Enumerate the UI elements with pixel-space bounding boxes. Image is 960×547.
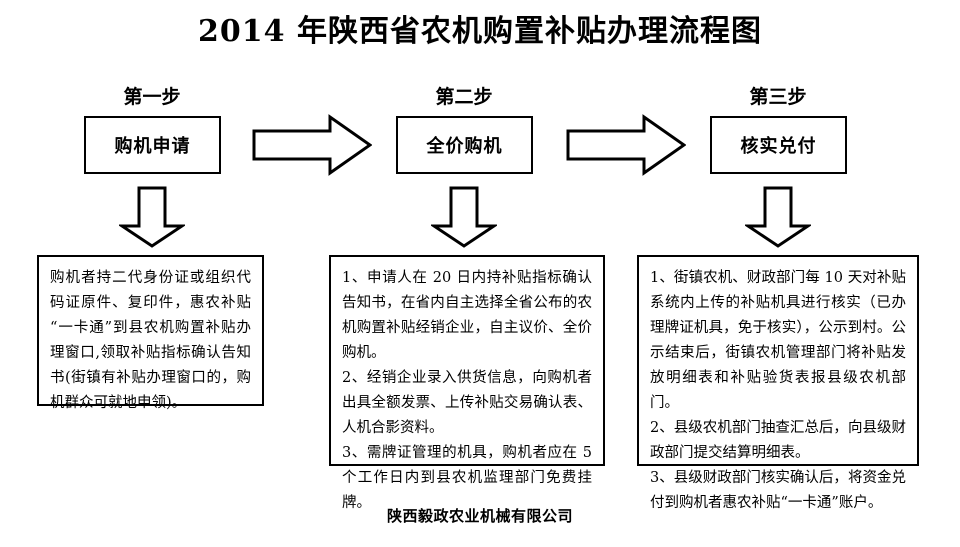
arrow-down-icon [117, 186, 187, 248]
detail-line: 2、县级农机部门抽查汇总后，向县级财政部门提交结算明细表。 [650, 420, 906, 461]
detail-box-step-1: 购机者持二代身份证或组织代码证原件、复印件，惠农补贴“一卡通”到县农机购置补贴办… [37, 255, 264, 411]
arrow-right-icon [566, 114, 687, 176]
arrow-right-icon [252, 114, 373, 176]
detail-box-step-2: 1、申请人在 20 日内持补贴指标确认告知书，在省内自主选择全省公布的农机购置补… [329, 255, 605, 511]
page-title: 2014 年陕西省农机购置补贴办理流程图 [198, 14, 762, 49]
detail-line: 1、街镇农机、财政部门每 10 天对补贴系统内上传的补贴机具进行核实（已办理牌证… [650, 270, 906, 411]
step-box-verify-and-pay: 核实兑付 [710, 116, 847, 174]
detail-line: 3、县级财政部门核实确认后，将资金兑付到购机者惠农补贴“一卡通”账户。 [650, 470, 906, 511]
step-label-1: 第一步 [123, 86, 181, 108]
step-label-2: 第二步 [435, 86, 493, 108]
arrow-down-icon [429, 186, 499, 248]
step-label-3: 第三步 [749, 86, 807, 108]
detail-line: 3、需牌证管理的机具，购机者应在 5 个工作日内到县农机监理部门免费挂牌。 [342, 445, 592, 511]
detail-line: 1、申请人在 20 日内持补贴指标确认告知书，在省内自主选择全省公布的农机购置补… [342, 270, 592, 361]
arrow-down-icon [743, 186, 813, 248]
detail-box-step-3: 1、街镇农机、财政部门每 10 天对补贴系统内上传的补贴机具进行核实（已办理牌证… [637, 255, 919, 511]
footer-company-name: 陕西毅政农业机械有限公司 [386, 507, 573, 525]
detail-line: 购机者持二代身份证或组织代码证原件、复印件，惠农补贴“一卡通”到县农机购置补贴办… [50, 270, 251, 411]
detail-line: 2、经销企业录入供货信息，向购机者出具全额发票、上传补贴交易确认表、人机合影资料… [342, 370, 592, 436]
step-box-purchase-application: 购机申请 [84, 116, 221, 174]
step-box-full-price-purchase: 全价购机 [396, 116, 533, 174]
